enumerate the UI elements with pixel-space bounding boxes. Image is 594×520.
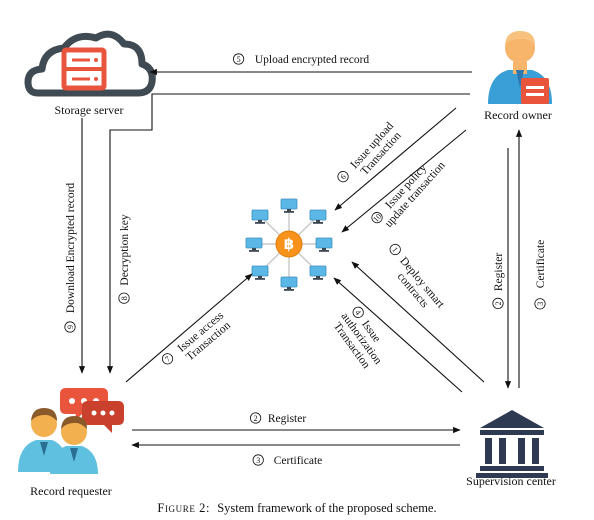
step-label: Upload encrypted record 5 — [233, 53, 370, 66]
step-number-badge: 2 — [250, 412, 262, 424]
network-node-icon — [309, 265, 327, 280]
arrow-issue-upload — [334, 107, 457, 211]
step-label-text: Upload encrypted record — [255, 54, 370, 66]
step-number-badge: 1 — [389, 243, 401, 256]
step-label-text: Certificate — [535, 240, 547, 289]
network-node-icon — [245, 237, 263, 252]
step-number-badge: 7 — [161, 353, 174, 365]
arrow-issue-access — [125, 273, 253, 383]
record-requester-label: Record requester — [30, 484, 112, 498]
svg-text:9: 9 — [66, 325, 75, 329]
step-number-badge: 9 — [64, 321, 76, 333]
network-node-icon — [280, 198, 298, 213]
caption-text: System framework of the proposed scheme. — [217, 501, 436, 515]
svg-text:3: 3 — [536, 302, 545, 306]
arrow-policy-update — [341, 129, 467, 233]
record-owner-label: Record owner — [484, 108, 552, 122]
svg-text:7: 7 — [163, 354, 172, 363]
step-label-text: Decryption key — [119, 214, 131, 285]
step-number-badge: 2 — [492, 297, 504, 309]
network-node-icon — [251, 265, 269, 280]
svg-text:1: 1 — [390, 245, 399, 254]
step-number-badge: 3 — [534, 298, 546, 310]
arrow-deploy-contracts — [351, 261, 485, 383]
person-document-icon — [488, 31, 552, 104]
svg-text:4: 4 — [353, 308, 363, 317]
svg-text:10: 10 — [371, 212, 383, 224]
step-label: Decryption key 8 — [118, 214, 131, 304]
step-label: Download Encrypted record 9 — [64, 183, 77, 333]
storage-server-label: Storage server — [55, 103, 124, 117]
svg-text:2: 2 — [254, 414, 258, 423]
arrows — [78, 68, 523, 449]
caption-prefix: Figure 2: — [157, 501, 210, 515]
step-label-text: Certificate — [274, 455, 323, 467]
svg-text:2: 2 — [494, 301, 503, 305]
network-node-icon — [251, 209, 269, 224]
arrow-decryption-key — [106, 93, 470, 374]
step-label-text: Register — [493, 253, 505, 291]
supervision-center-label: Supervision center — [466, 474, 556, 488]
step-number-badge: 5 — [233, 53, 245, 65]
step-label: Certificate 3 — [252, 454, 323, 467]
figure-caption: Figure 2: System framework of the propos… — [157, 501, 436, 515]
svg-text:3: 3 — [256, 456, 260, 465]
network-node-icon — [315, 237, 333, 252]
blockchain-network-icon: ฿ — [245, 198, 333, 291]
step-label-text: Download Encrypted record — [65, 183, 77, 314]
step-number-badge: 8 — [118, 292, 130, 304]
svg-text:6: 6 — [339, 172, 348, 181]
step-number-badge: 4 — [352, 306, 364, 318]
step-label: Register 2 — [250, 412, 306, 425]
step-label: Certificate 3 — [534, 240, 547, 310]
network-node-icon — [309, 209, 327, 224]
bitcoin-icon: ฿ — [275, 230, 303, 258]
step-label-text: Register — [268, 413, 306, 425]
step-number-badge: 6 — [337, 171, 349, 183]
network-node-icon — [280, 276, 298, 291]
group-chat-icon — [18, 388, 124, 474]
step-number-badge: 3 — [252, 454, 264, 466]
cloud-server-icon — [24, 30, 156, 97]
svg-text:฿: ฿ — [284, 235, 294, 253]
step-label: Register 2 — [492, 253, 505, 309]
svg-text:8: 8 — [120, 296, 129, 300]
svg-text:5: 5 — [237, 55, 241, 64]
bank-building-icon — [476, 410, 548, 478]
arrow-issue-authorization — [333, 277, 463, 393]
step-number-badge: 10 — [371, 212, 383, 224]
